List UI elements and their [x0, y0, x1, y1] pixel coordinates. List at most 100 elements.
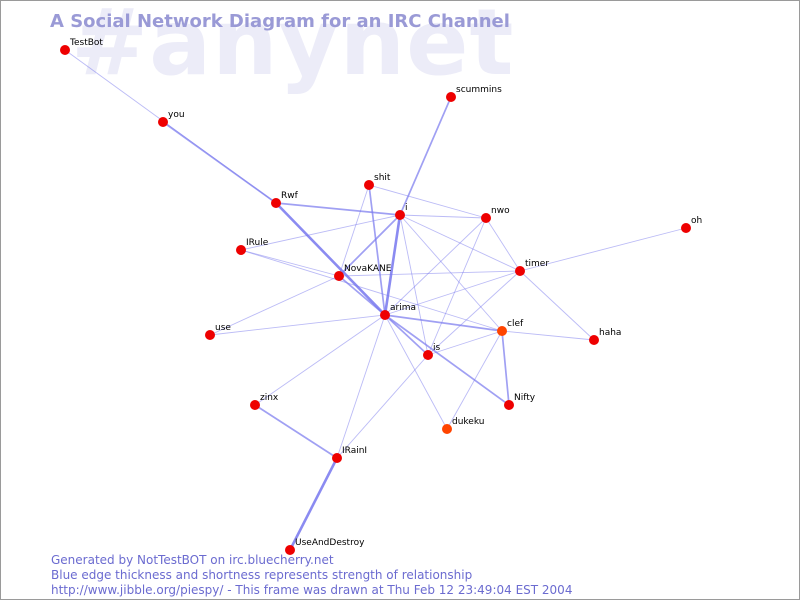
- edge-nwo-arima: [384, 217, 487, 316]
- edge-arima-clef: [384, 314, 503, 332]
- node-label: TestBot: [69, 38, 103, 48]
- edge-i-IRule: [240, 214, 401, 251]
- edge-arima-zinx: [254, 314, 386, 406]
- edge-scummins-i: [399, 96, 452, 216]
- edge-IRule-clef: [240, 249, 503, 332]
- node-dot: [334, 271, 344, 281]
- node-dot: [497, 326, 507, 336]
- node-dot: [442, 424, 452, 434]
- edge-you-Rwf: [162, 121, 277, 204]
- page-title: A Social Network Diagram for an IRC Chan…: [50, 11, 510, 32]
- edge-nwo-timer: [485, 217, 521, 272]
- node-dot: [236, 245, 246, 255]
- node-dot: [285, 545, 295, 555]
- node-dot: [446, 92, 456, 102]
- edge-IRule-NovaKANE: [240, 249, 340, 277]
- node-dot: [332, 453, 342, 463]
- node-label: zinx: [260, 393, 279, 403]
- node-label: you: [168, 110, 185, 120]
- node-dot: [271, 198, 281, 208]
- node-label: oh: [691, 216, 702, 226]
- edge-NovaKANE-timer: [338, 270, 521, 277]
- edge-Rwf-i: [275, 202, 401, 216]
- edge-shit-arima: [368, 184, 386, 316]
- edge-shit-nwo: [368, 184, 487, 219]
- node-label: clef: [507, 319, 524, 329]
- node-label: NovaKANE: [344, 264, 392, 274]
- edge-clef-haha: [501, 330, 595, 341]
- edge-zinx-IRainI: [254, 404, 338, 459]
- edge-is-IRainI: [336, 354, 429, 459]
- node-zinx: zinx: [250, 393, 279, 410]
- node-dot: [380, 310, 390, 320]
- node-Nifty: Nifty: [504, 393, 536, 410]
- node-haha: haha: [589, 328, 621, 345]
- edge-clef-dukeku: [446, 330, 503, 430]
- node-i: i: [395, 203, 408, 220]
- node-dot: [60, 45, 70, 55]
- node-dot: [481, 213, 491, 223]
- edge-arima-dukeku: [384, 314, 448, 430]
- edge-timer-haha: [519, 270, 595, 341]
- node-oh: oh: [681, 216, 702, 233]
- node-shit: shit: [364, 173, 391, 190]
- node-label: is: [433, 343, 441, 353]
- node-nwo: nwo: [481, 206, 510, 223]
- node-arima: arima: [380, 303, 416, 320]
- edge-arima-Nifty: [384, 314, 510, 406]
- edge-timer-is: [427, 270, 521, 356]
- node-clef: clef: [497, 319, 524, 336]
- node-you: you: [158, 110, 185, 127]
- node-label: shit: [374, 173, 391, 183]
- node-label: UseAndDestroy: [295, 538, 365, 548]
- node-TestBot: TestBot: [60, 38, 103, 55]
- footer: Generated by NotTestBOT on irc.bluecherr…: [51, 553, 572, 598]
- node-dot: [395, 210, 405, 220]
- node-dot: [504, 400, 514, 410]
- node-label: IRainI: [342, 446, 367, 456]
- edge-clef-is: [427, 330, 503, 356]
- node-use: use: [205, 323, 231, 340]
- node-dot: [681, 223, 691, 233]
- edges-layer: [64, 49, 687, 551]
- edge-arima-use: [209, 314, 386, 336]
- node-label: timer: [525, 259, 549, 269]
- footer-legend-note: Blue edge thickness and shortness repres…: [51, 568, 473, 582]
- edge-arima-IRainI: [336, 314, 386, 459]
- edge-i-NovaKANE: [338, 214, 401, 277]
- node-Rwf: Rwf: [271, 191, 299, 208]
- node-dot: [205, 330, 215, 340]
- node-is: is: [423, 343, 441, 360]
- node-dot: [423, 350, 433, 360]
- channel-watermark: #anynet: [71, 0, 515, 96]
- node-timer: timer: [515, 259, 549, 276]
- node-dot: [158, 117, 168, 127]
- node-dot: [250, 400, 260, 410]
- node-label: scummins: [456, 85, 502, 95]
- edge-i-nwo: [399, 214, 487, 219]
- edge-shit-NovaKANE: [338, 184, 370, 277]
- edge-Rwf-arima: [275, 202, 386, 316]
- node-label: i: [405, 203, 408, 213]
- footer-drawn-at: http://www.jibble.org/piespy/ - This fra…: [51, 583, 573, 597]
- node-label: arima: [390, 303, 416, 313]
- node-dot: [364, 180, 374, 190]
- node-UseAndDestroy: UseAndDestroy: [285, 538, 365, 555]
- node-NovaKANE: NovaKANE: [334, 264, 392, 281]
- node-IRule: IRule: [236, 238, 269, 255]
- node-label: nwo: [491, 206, 510, 216]
- footer-generated-by: Generated by NotTestBOT on irc.bluecherr…: [51, 553, 334, 567]
- node-dot: [589, 335, 599, 345]
- edge-IRainI-UseAndDestroy: [288, 457, 339, 551]
- edge-nwo-is: [427, 217, 487, 356]
- node-label: Nifty: [514, 393, 536, 403]
- node-dukeku: dukeku: [442, 417, 484, 434]
- node-label: Rwf: [281, 191, 299, 201]
- node-scummins: scummins: [446, 85, 502, 102]
- edge-clef-Nifty: [501, 330, 510, 406]
- edge-NovaKANE-arima: [338, 275, 386, 316]
- edge-NovaKANE-use: [209, 275, 340, 336]
- node-label: dukeku: [452, 417, 484, 427]
